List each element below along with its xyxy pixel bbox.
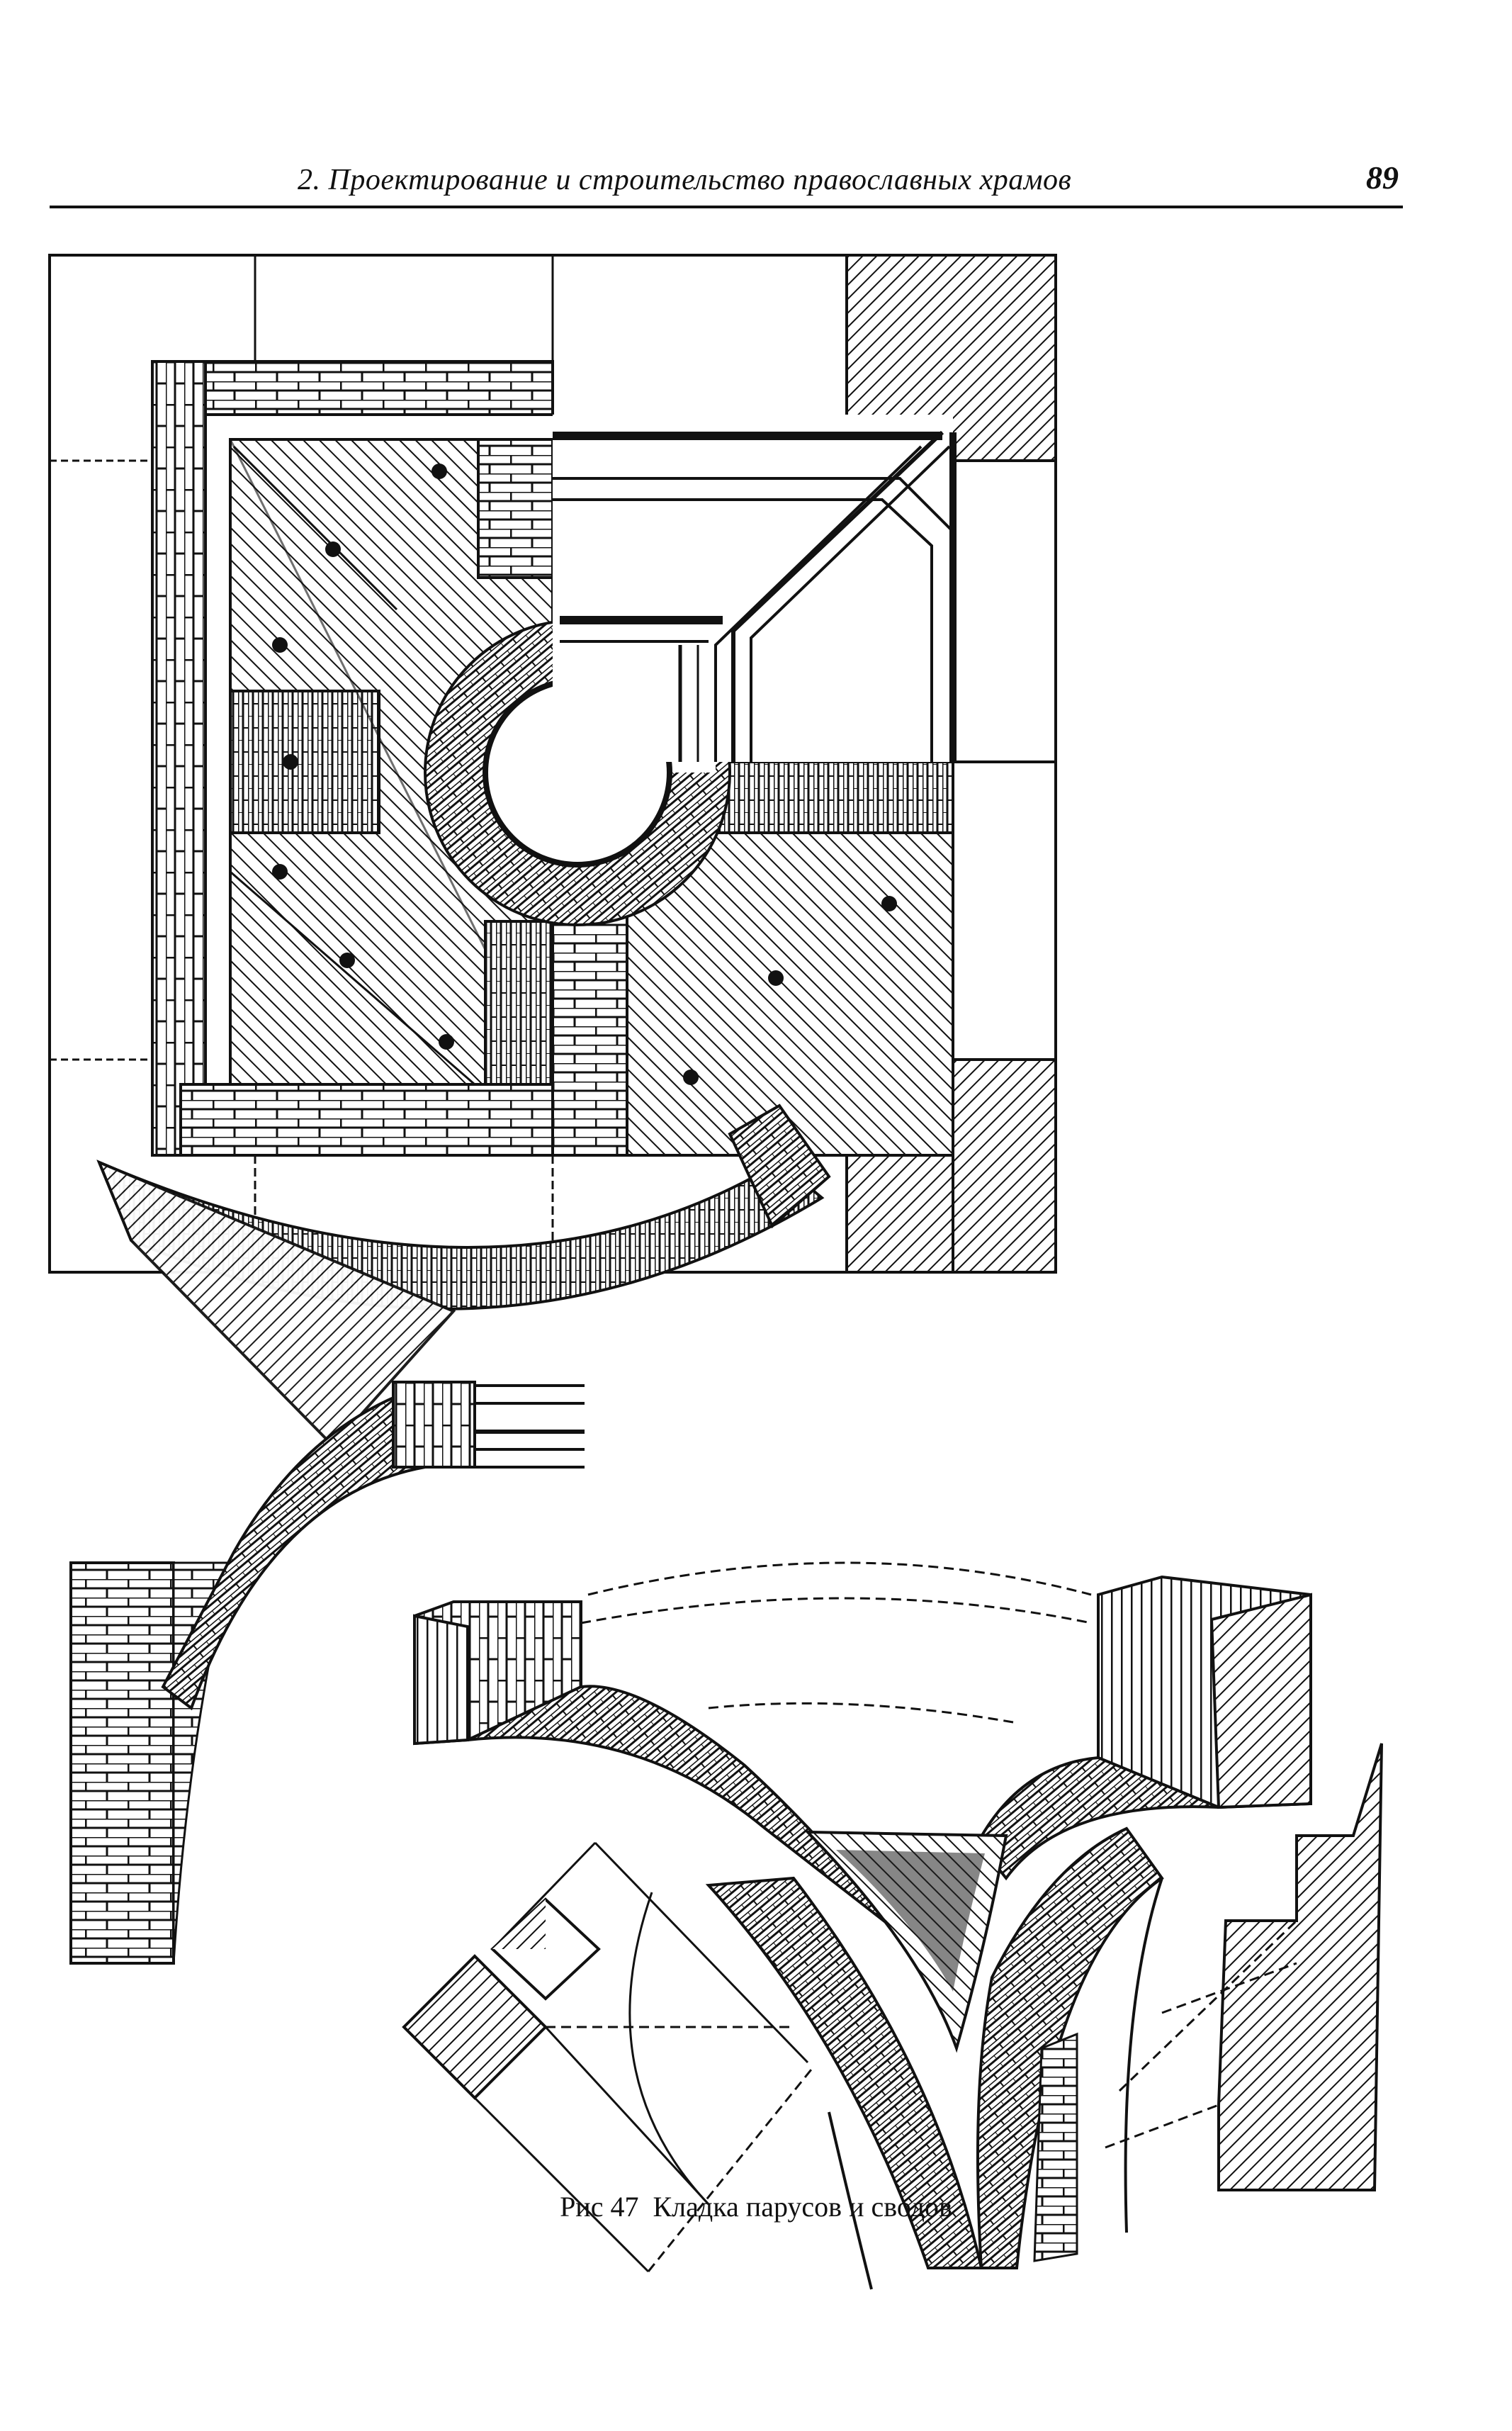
caption-text: Рис 47 Кладка парусов и сводов <box>560 2191 952 2223</box>
running-header: 2. Проектирование и строительство правос… <box>50 157 1403 208</box>
masonry-figure <box>0 234 1512 2325</box>
pendentive-plan <box>48 254 1057 1448</box>
page-number: 89 <box>1366 159 1399 196</box>
masonry-drawing <box>48 254 1383 2290</box>
figure-caption: Рис 47 Кладка парусов и сводов <box>0 2190 1512 2223</box>
running-title: 2. Проектирование и строительство правос… <box>298 164 1072 196</box>
vault-perspective <box>402 1561 1383 2290</box>
arch-section <box>69 1381 585 1965</box>
